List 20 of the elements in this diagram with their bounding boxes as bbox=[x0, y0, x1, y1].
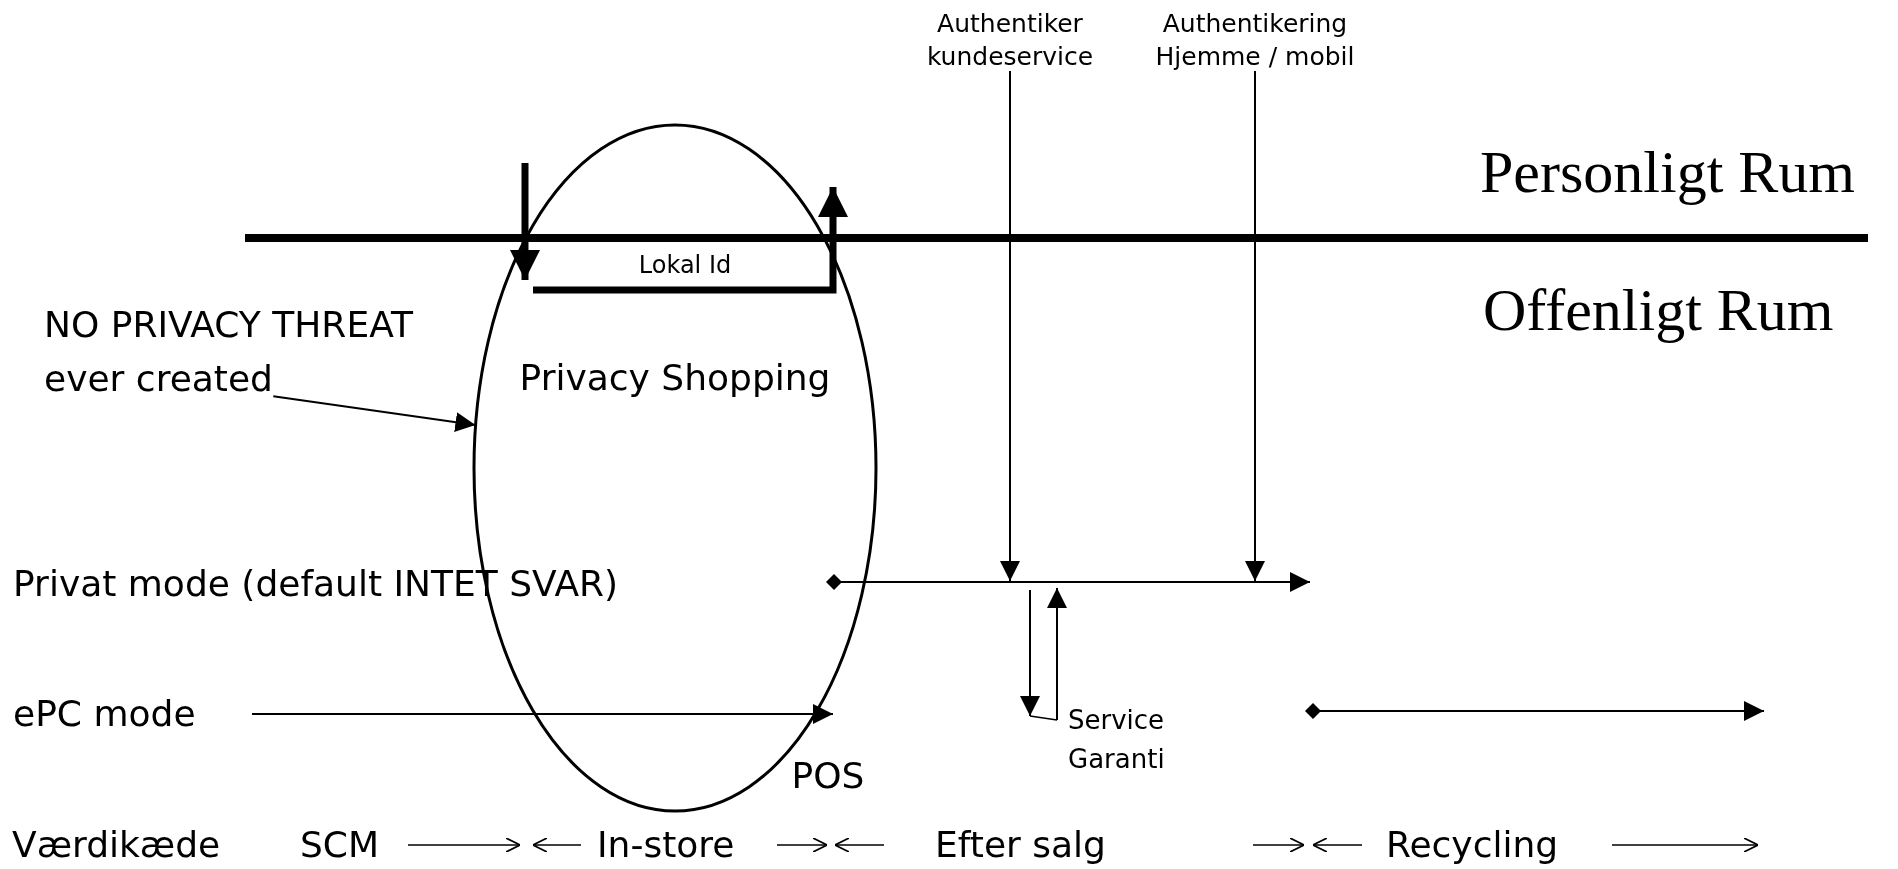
arrow bbox=[1047, 587, 1067, 721]
region-label: Privacy Shopping bbox=[518, 356, 832, 400]
arrow bbox=[1020, 589, 1040, 717]
note-text: Authentiker kundeservice bbox=[905, 8, 1115, 73]
stage-label: Efter salg bbox=[935, 823, 1106, 867]
arrow bbox=[272, 395, 477, 433]
stage-label: Recycling bbox=[1386, 823, 1559, 867]
note-text: Service Garanti bbox=[1022, 701, 1178, 779]
row-label: Værdikæde bbox=[12, 823, 221, 867]
note-text: NO PRIVACY THREAT ever created bbox=[44, 298, 464, 406]
path-label: Lokal Id bbox=[637, 251, 733, 280]
arrow bbox=[1245, 69, 1265, 582]
stage-label: In-store bbox=[597, 823, 735, 867]
region-title: Personligt Rum bbox=[1480, 138, 1856, 207]
stage-label: SCM bbox=[300, 823, 380, 867]
arrow bbox=[1000, 69, 1020, 582]
region-title: Offenligt Rum bbox=[1483, 276, 1834, 345]
note-text: Authentikering Hjemme / mobil bbox=[1130, 8, 1380, 73]
point-label: POS bbox=[790, 754, 866, 798]
row-label: ePC mode bbox=[13, 692, 196, 736]
